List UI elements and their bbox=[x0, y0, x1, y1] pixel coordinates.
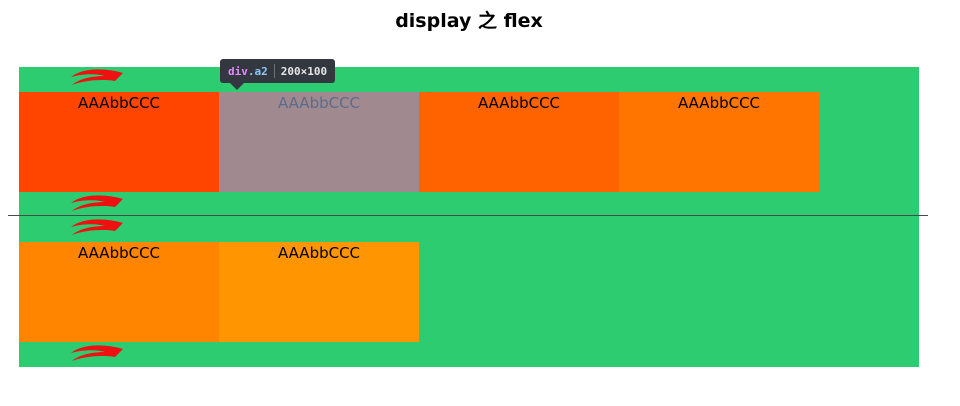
flex-item-1: AAAbbCCC bbox=[19, 92, 219, 192]
flex-item-5: AAAbbCCC bbox=[19, 242, 219, 342]
flex-item-label: AAAbbCCC bbox=[277, 244, 361, 262]
flex-item-label: AAAbbCCC bbox=[477, 94, 561, 112]
flex-item-6: AAAbbCCC bbox=[219, 242, 419, 342]
tooltip-tag-name: div bbox=[228, 64, 248, 78]
tooltip-caret bbox=[230, 83, 244, 90]
flex-container-1: AAAbbCCC AAAbbCCC AAAbbCCC AAAbbCCC bbox=[19, 67, 919, 217]
flex-item-label: AAAbbCCC bbox=[277, 94, 361, 112]
red-curved-arrow-icon bbox=[71, 195, 123, 211]
flex-container-2: AAAbbCCC AAAbbCCC bbox=[19, 217, 919, 367]
flex-item-2-highlighted: AAAbbCCC bbox=[219, 92, 419, 192]
tooltip-dimensions: 200×100 bbox=[280, 64, 328, 78]
red-curved-arrow-icon bbox=[71, 345, 123, 361]
red-curved-arrow-icon bbox=[71, 219, 123, 235]
tooltip-separator bbox=[273, 64, 275, 78]
tooltip-class-name: .a2 bbox=[247, 64, 268, 78]
red-curved-arrow-icon bbox=[71, 69, 123, 85]
flex-item-label: AAAbbCCC bbox=[77, 94, 161, 112]
flex-item-4: AAAbbCCC bbox=[619, 92, 819, 192]
devtools-element-tooltip: div.a2 200×100 bbox=[220, 59, 336, 83]
flex-item-label: AAAbbCCC bbox=[677, 94, 761, 112]
flex-item-label: AAAbbCCC bbox=[77, 244, 161, 262]
flex-item-3: AAAbbCCC bbox=[419, 92, 619, 192]
horizontal-divider bbox=[8, 215, 928, 216]
page-title: display 之 flex bbox=[395, 10, 543, 32]
